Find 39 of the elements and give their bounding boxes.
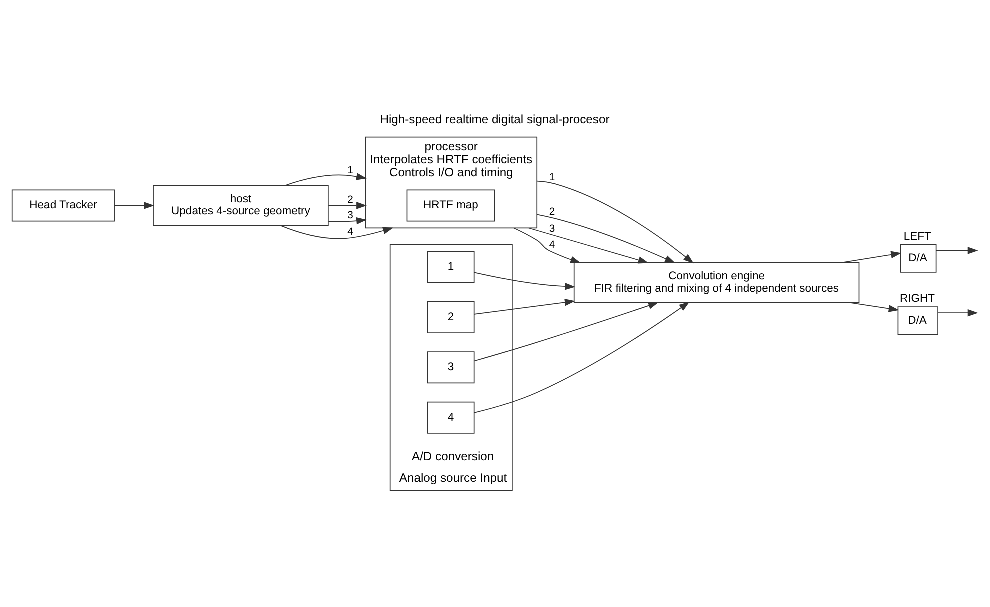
edge-label: 4 bbox=[348, 226, 354, 238]
arrow bbox=[474, 298, 576, 314]
arrow bbox=[514, 227, 582, 263]
arrow bbox=[474, 301, 690, 413]
arrow bbox=[328, 202, 367, 209]
diagram-title: High-speed realtime digital signal-procesor bbox=[380, 112, 610, 126]
edge-label: 1 bbox=[348, 164, 354, 176]
node-label: RIGHT bbox=[900, 292, 935, 305]
arrow bbox=[284, 172, 367, 186]
arrow bbox=[528, 227, 649, 264]
arrow bbox=[841, 250, 902, 263]
arrow bbox=[114, 202, 155, 209]
edge-label: 4 bbox=[549, 239, 556, 250]
arrow bbox=[936, 246, 978, 254]
node-box: 2 bbox=[427, 300, 475, 333]
edge-label: 2 bbox=[549, 206, 556, 218]
node-box: D/A bbox=[900, 244, 937, 272]
node-box: Convolution engine FIR filtering and mixing of 4 independent sources bbox=[574, 262, 860, 303]
edge-label: 1 bbox=[549, 172, 556, 183]
edge-label: 3 bbox=[549, 224, 556, 235]
node-box: 4 bbox=[427, 401, 475, 434]
node-box: 3 bbox=[427, 351, 475, 384]
arrow bbox=[280, 224, 394, 239]
edge-label: 3 bbox=[348, 210, 354, 221]
arrow bbox=[536, 214, 676, 263]
edge-label: 2 bbox=[348, 194, 354, 206]
arrow bbox=[536, 180, 694, 264]
arrow bbox=[848, 302, 900, 312]
node-label: Analog source Input bbox=[399, 470, 508, 485]
arrow bbox=[474, 272, 576, 290]
arrow bbox=[328, 216, 367, 224]
node-box: 1 bbox=[427, 250, 475, 283]
arrow bbox=[474, 302, 659, 362]
node-label: LEFT bbox=[904, 230, 932, 242]
node-box: host Updates 4-source geometry bbox=[153, 184, 329, 226]
node-box: Head Tracker bbox=[12, 189, 115, 222]
arrow bbox=[938, 308, 978, 316]
node-box: HRTF map bbox=[406, 189, 496, 222]
node-box: D/A bbox=[898, 306, 938, 335]
